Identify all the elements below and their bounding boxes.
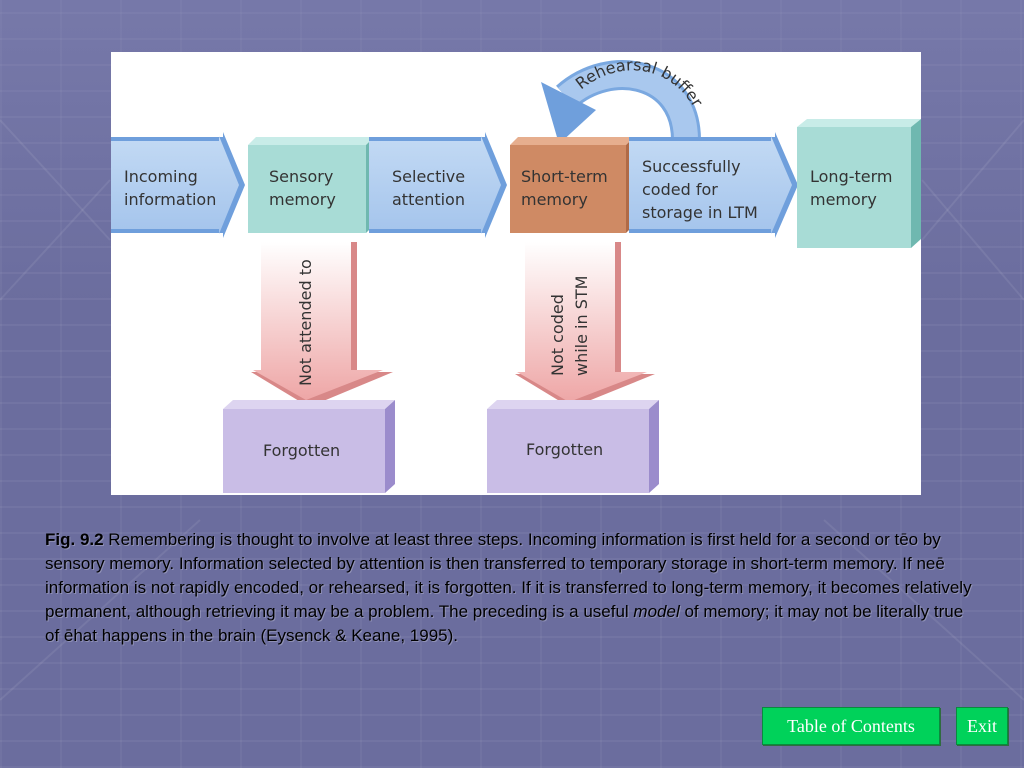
selective-label-line2: attention: [392, 190, 465, 209]
selective-label-line1: Selective: [392, 167, 465, 186]
memory-model-figure: Rehearsal buffer Incoming information Se…: [111, 52, 921, 495]
not-coded-label-line2: while in STM: [572, 276, 591, 376]
caption-text-part1: Remembering is thought to involve at lea…: [45, 530, 972, 621]
table-of-contents-button[interactable]: Table of Contents: [762, 707, 940, 745]
sensory-label-line1: Sensory: [269, 167, 333, 186]
forgotten-box-2: Forgotten: [487, 400, 659, 493]
coded-label-line2: coded for: [642, 180, 718, 199]
caption-emphasis: model: [633, 602, 680, 621]
long-term-label-line1: Long-term: [810, 167, 893, 186]
exit-button[interactable]: Exit: [956, 707, 1008, 745]
incoming-label-line2: information: [124, 190, 216, 209]
long-term-label-line2: memory: [810, 190, 877, 209]
long-term-memory-box: Long-term memory: [797, 119, 921, 248]
short-term-memory-box: Short-term memory: [510, 137, 634, 233]
short-term-label-line1: Short-term: [521, 167, 608, 186]
not-coded-label-line1: Not coded: [548, 294, 567, 376]
sensory-memory-box: Sensory memory: [248, 137, 374, 233]
short-term-label-line2: memory: [521, 190, 588, 209]
incoming-information-arrow: Incoming information: [111, 132, 245, 238]
selective-attention-arrow: Selective attention: [369, 132, 507, 238]
not-attended-arrow: Not attended to: [251, 242, 393, 407]
forgotten-box-1: Forgotten: [223, 400, 395, 493]
caption-figure-label: Fig. 9.2: [45, 530, 104, 549]
not-attended-label: Not attended to: [296, 259, 315, 386]
caption-text-part2: of memory; it may not be literally true …: [45, 602, 964, 645]
forgotten-label-2: Forgotten: [526, 440, 603, 459]
sensory-label-line2: memory: [269, 190, 336, 209]
successfully-coded-arrow: Successfully coded for storage in LTM: [629, 132, 798, 238]
forgotten-label-1: Forgotten: [263, 441, 340, 460]
coded-label-line3: storage in LTM: [642, 203, 758, 222]
not-coded-arrow: Not coded while in STM: [515, 242, 655, 408]
incoming-label-line1: Incoming: [124, 167, 198, 186]
coded-label-line1: Successfully: [642, 157, 741, 176]
figure-caption: Fig. 9.2 Remembering is thought to invol…: [45, 528, 975, 648]
rehearsal-buffer-arrow: Rehearsal buffer: [541, 55, 707, 144]
